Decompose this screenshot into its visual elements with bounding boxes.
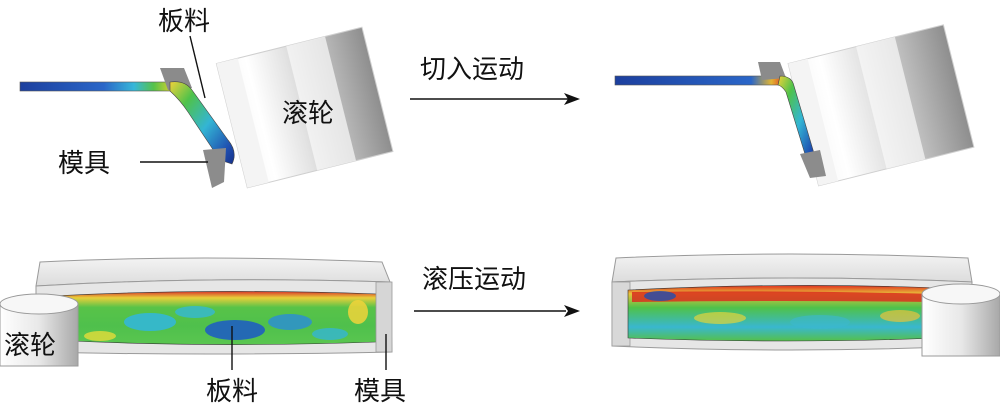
sheet-bend-top-left	[169, 81, 235, 165]
die-edge-bottom-left	[375, 281, 393, 353]
die-edge-bottom-right	[611, 281, 631, 347]
top-right-model	[614, 24, 975, 187]
bottom-left-model	[0, 257, 393, 367]
arrow-plunge	[410, 93, 580, 105]
top-left-model	[19, 26, 394, 189]
die-lower-top-right	[800, 150, 826, 178]
fringe-patches-bottom-right	[632, 291, 936, 329]
roller-top-right	[787, 24, 975, 187]
label-sheet-bottom: 板料	[206, 377, 258, 407]
label-roller-top: 滚轮	[282, 99, 334, 129]
label-die-bottom: 模具	[354, 377, 406, 407]
roller-bottom-right	[921, 283, 1000, 357]
bottom-right-model	[611, 253, 1000, 357]
sheet-flat-top-right	[614, 75, 786, 86]
die-lower-top-left	[203, 148, 226, 188]
label-roller-bottom: 滚轮	[4, 331, 56, 361]
roller-top-left	[215, 26, 394, 189]
label-die-top: 模具	[58, 149, 110, 179]
sheet-flat-top-left	[19, 81, 173, 92]
fringe-patches-bottom-left	[84, 300, 368, 341]
label-sheet-top: 板料	[158, 7, 210, 37]
label-arrow-top: 切入运动	[420, 55, 524, 85]
arrow-roll	[414, 305, 580, 317]
leader-sheet-top	[189, 35, 206, 99]
die-upper-top-right	[758, 62, 786, 80]
roller-bottom-left	[0, 293, 79, 367]
label-arrow-bottom: 滚压运动	[422, 265, 526, 295]
